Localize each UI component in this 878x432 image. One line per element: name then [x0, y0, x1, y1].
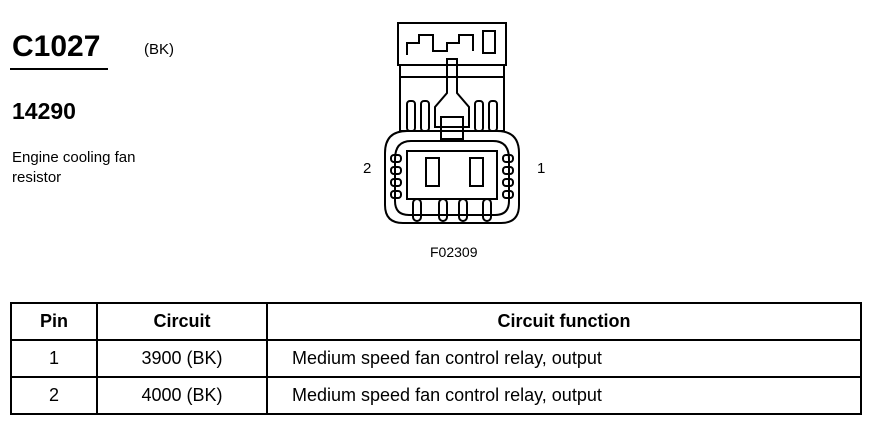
table-row: 1 3900 (BK) Medium speed fan control rel…: [10, 339, 862, 378]
connector-diagram: 2 1: [363, 22, 545, 224]
cell-circuit-function: Medium speed fan control relay, output: [266, 376, 862, 415]
connector-lock-tab: [434, 58, 470, 128]
connector-latch-slot: [482, 30, 496, 54]
figure-id: F02309: [430, 244, 478, 260]
cell-circuit: 4000 (BK): [96, 376, 268, 415]
terminal-cavity-pin-1: [469, 157, 484, 187]
connector-id: C1027: [12, 30, 101, 63]
color-code: (BK): [144, 41, 174, 58]
header-circuit-function: Circuit function: [266, 302, 862, 341]
pin-label-1: 1: [537, 160, 545, 177]
connector-latch-notch: [406, 34, 474, 55]
header-circuit: Circuit: [96, 302, 268, 341]
connector-lock-window: [440, 116, 464, 140]
connector-underline: [10, 68, 108, 70]
terminal-cavity-pin-2: [425, 157, 440, 187]
pin-table: Pin Circuit Circuit function 1 3900 (BK)…: [10, 302, 862, 415]
header-pin: Pin: [10, 302, 98, 341]
cell-pin: 1: [10, 339, 98, 378]
pin-label-2: 2: [363, 160, 371, 177]
component-description: Engine cooling fan resistor: [12, 149, 136, 186]
part-number: 14290: [12, 98, 76, 124]
table-header-row: Pin Circuit Circuit function: [10, 302, 862, 341]
connector-lower-housing: [384, 130, 520, 224]
cell-circuit-function: Medium speed fan control relay, output: [266, 339, 862, 378]
table-row: 2 4000 (BK) Medium speed fan control rel…: [10, 376, 862, 415]
cell-pin: 2: [10, 376, 98, 415]
terminal-block: [406, 150, 498, 200]
cell-circuit: 3900 (BK): [96, 339, 268, 378]
